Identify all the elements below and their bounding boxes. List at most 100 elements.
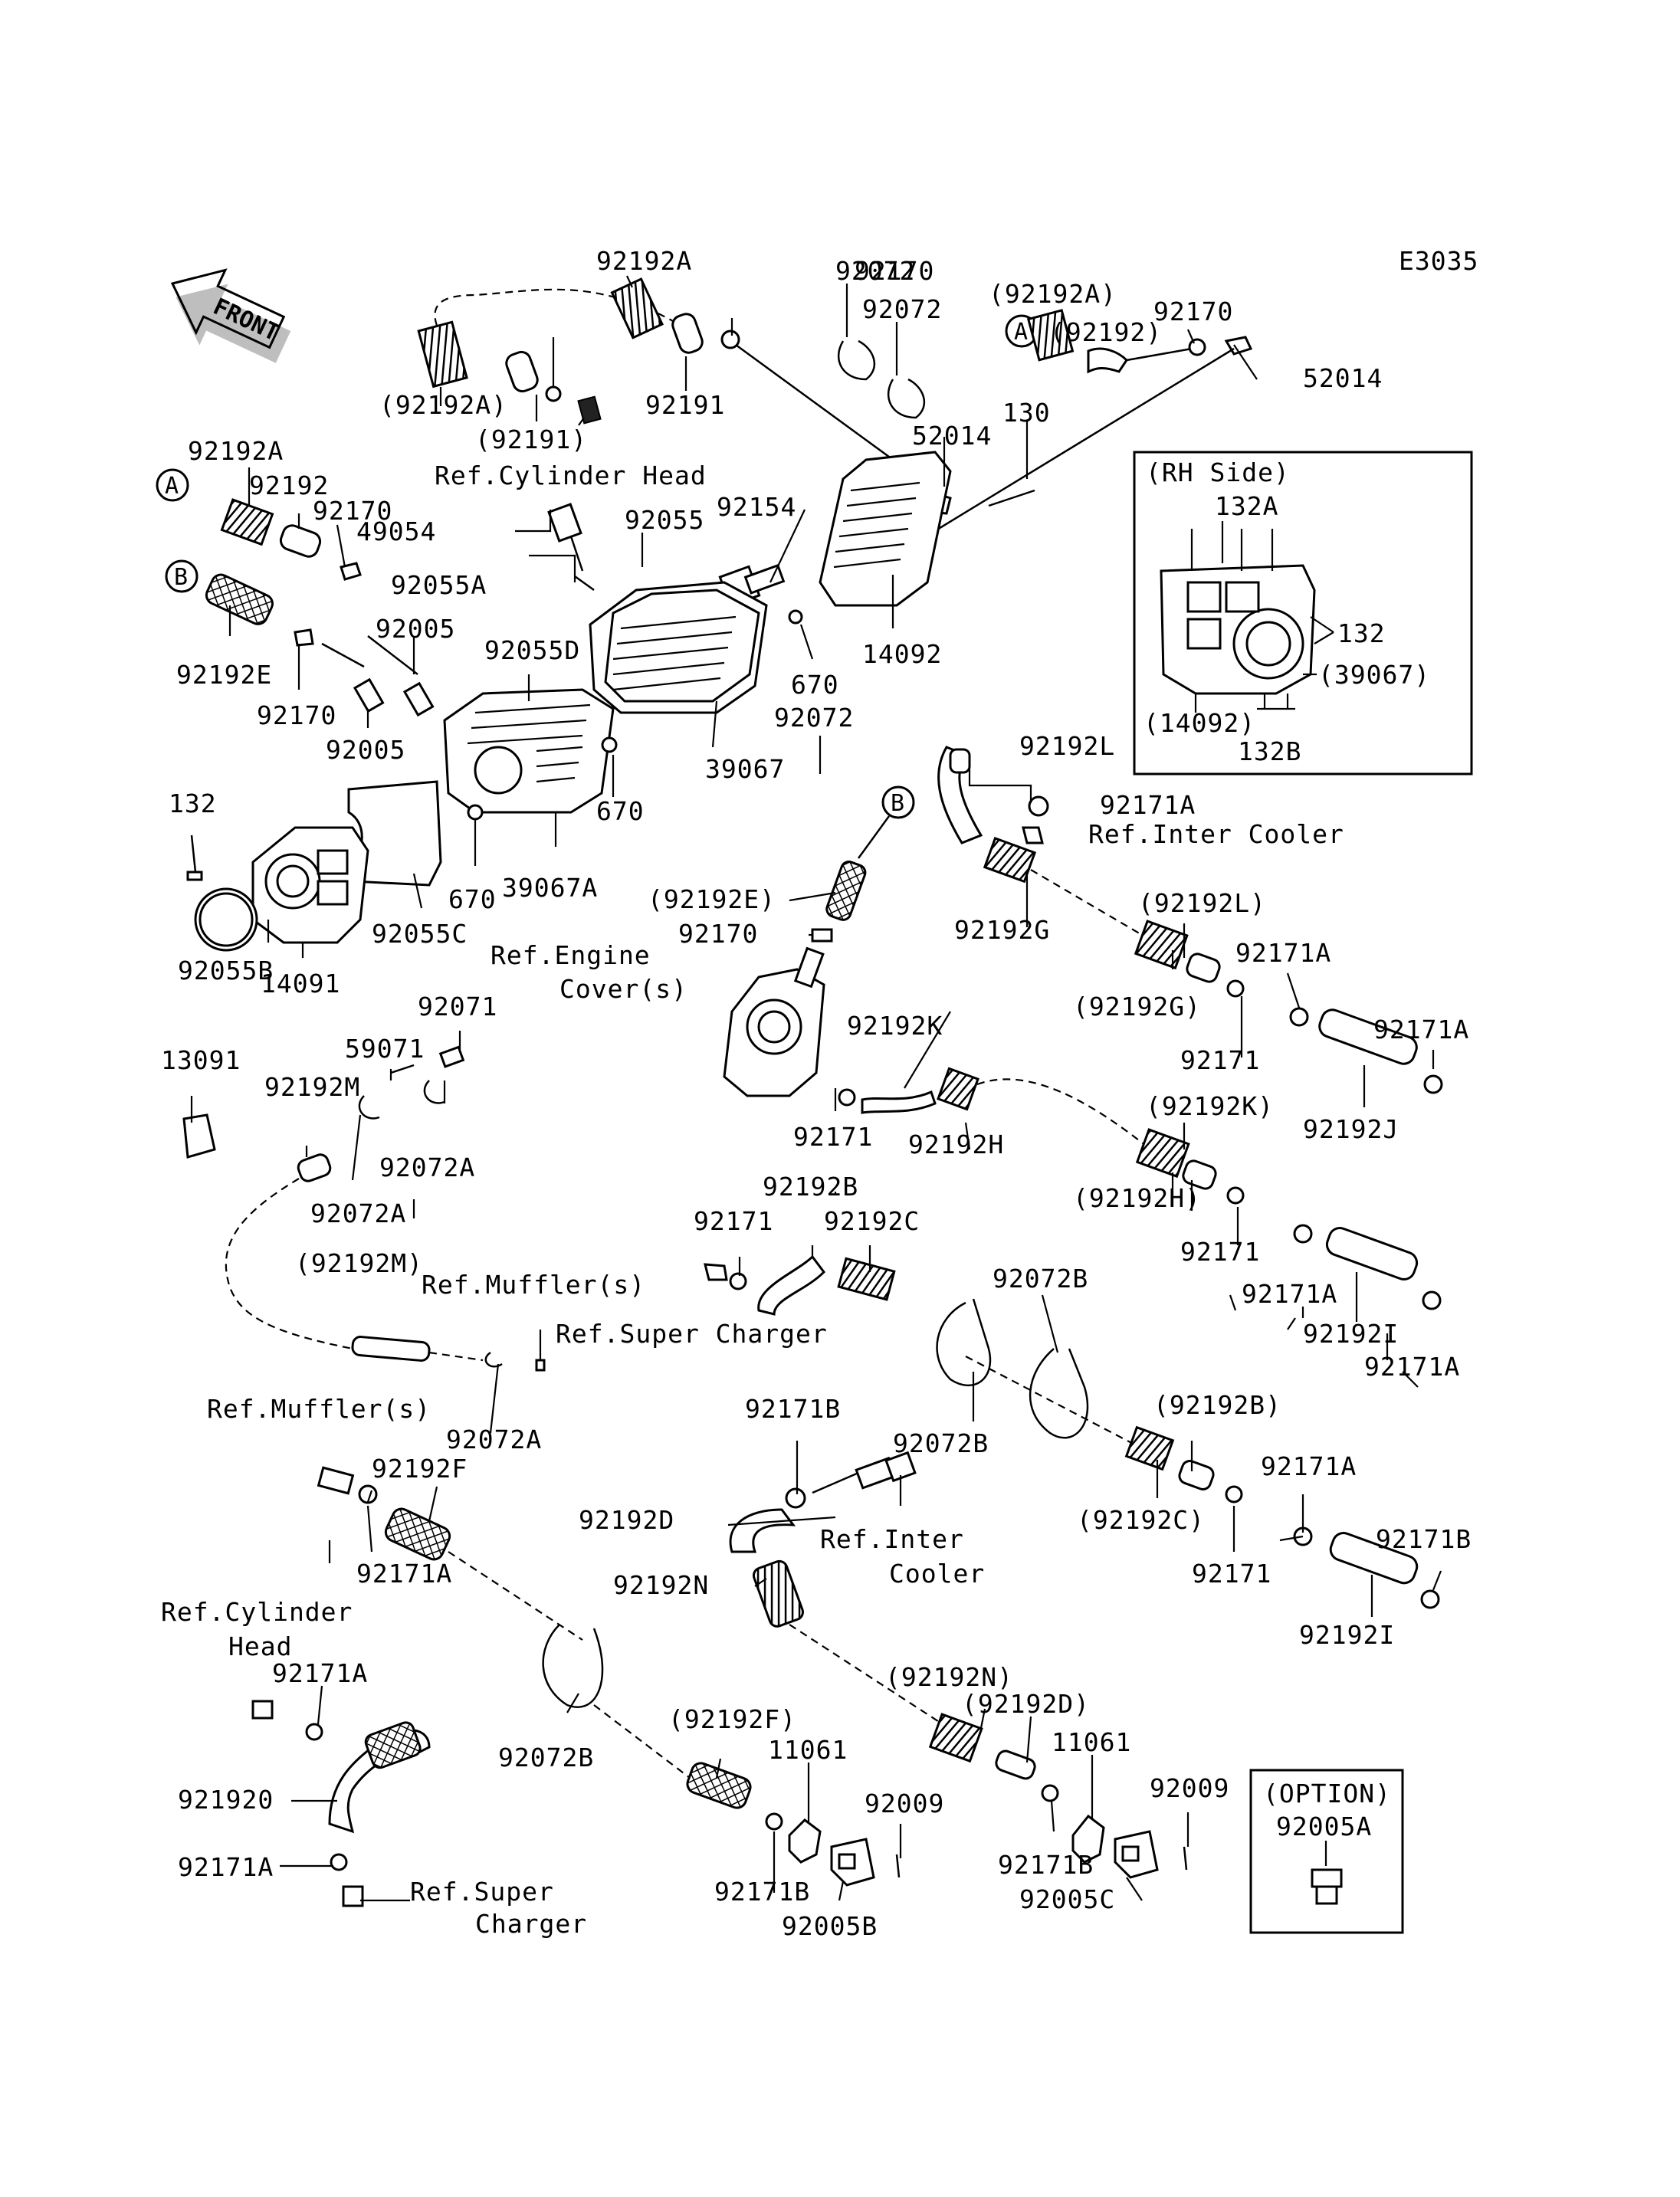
part-label: (92191) [475, 425, 587, 454]
part-label: (92192K) [1146, 1091, 1274, 1121]
part-label: 92191 [645, 390, 725, 420]
part-label: 92071 [418, 992, 497, 1021]
part-drawings [182, 277, 1443, 1907]
part-label: 92170 [855, 256, 934, 286]
part-label: 92170 [678, 919, 758, 949]
part-label: 92171A [1364, 1352, 1460, 1382]
part-label: 92055D [484, 635, 580, 665]
part-label: (92192N) [885, 1662, 1013, 1692]
part-label: (92192) [1050, 317, 1162, 347]
part-label: 92192B [763, 1172, 858, 1202]
part-label: 921920 [178, 1785, 274, 1815]
part-label: 11061 [1052, 1727, 1131, 1757]
part-label: 92072A [310, 1199, 406, 1228]
part-label: 670 [448, 884, 497, 914]
part-label: 92005C [1019, 1884, 1115, 1914]
part-label: 92055 [625, 505, 704, 535]
part-label: 13091 [161, 1045, 241, 1075]
part-label: 132 [169, 789, 217, 818]
option-box: (OPTION) 92005A [1249, 1769, 1404, 1934]
part-label: 92192H [908, 1130, 1004, 1159]
part-label: 92171B [714, 1877, 810, 1907]
part-label: 92171 [793, 1122, 873, 1152]
rh-side-inset: (RH Side) 132A 132 (39067) (14092) 132B [1133, 451, 1473, 776]
part-label: 92005 [326, 735, 405, 765]
option-part: 92005A [1276, 1812, 1372, 1841]
part-label: 92005 [376, 614, 455, 644]
part-label: 92192I [1303, 1319, 1399, 1349]
part-label: (92192C) [1077, 1505, 1205, 1535]
part-label: 92192L [1019, 731, 1115, 761]
rh-side-label-132: 132 [1337, 618, 1386, 648]
part-label: 92192M [264, 1072, 360, 1102]
part-label: Ref.Muffler(s) [207, 1394, 431, 1424]
part-label: Ref.Inter [820, 1524, 964, 1554]
part-label: Ref.Muffler(s) [422, 1270, 645, 1300]
part-label: Ref.Super [410, 1877, 554, 1907]
part-label: 39067 [705, 754, 785, 784]
rh-side-label-132b: 132B [1238, 736, 1301, 766]
diagram-code: E3035 [1399, 246, 1478, 276]
rh-side-label-132a: 132A [1215, 491, 1278, 521]
leader-lines [190, 275, 1442, 1902]
part-label: (92192L) [1138, 888, 1266, 918]
part-label: 92192 [249, 471, 329, 500]
part-label: 92171 [1192, 1559, 1271, 1589]
part-label: 92171A [1100, 790, 1196, 820]
part-label: 92072 [862, 294, 942, 324]
part-label: 92171 [1180, 1237, 1260, 1267]
part-label: 92170 [313, 496, 392, 526]
part-label: 92171A [1373, 1015, 1469, 1044]
rh-side-label-39067: (39067) [1318, 660, 1430, 690]
part-label: 670 [596, 796, 645, 826]
part-label: 52014 [1303, 363, 1383, 393]
marker-b-1-label: B [174, 564, 188, 591]
part-label: 39067A [502, 873, 598, 903]
part-label: 92192A [188, 436, 284, 466]
part-label: 92171 [694, 1206, 773, 1236]
part-label: (92192F) [668, 1704, 796, 1734]
part-label: 92192J [1303, 1114, 1399, 1144]
front-arrow-icon: FRONT [170, 268, 291, 363]
part-label: 92072 [835, 256, 915, 286]
part-label: (92192E) [648, 884, 776, 914]
part-label: 92192K [847, 1011, 943, 1041]
part-label: 92072B [498, 1743, 594, 1772]
part-label: 92055C [372, 919, 468, 949]
marker-a-2: A [156, 468, 189, 502]
part-label: 92055B [178, 956, 274, 985]
part-label: 92192I [1299, 1620, 1395, 1650]
part-label: 92171B [745, 1394, 841, 1424]
part-label: 92192N [613, 1570, 709, 1600]
marker-b-2-label: B [891, 790, 904, 817]
part-label: Cooler [889, 1559, 985, 1589]
part-label: (92192B) [1153, 1390, 1281, 1420]
part-label: (92192G) [1073, 992, 1201, 1021]
part-label: 14092 [862, 639, 942, 669]
part-label: Cover(s) [559, 974, 687, 1004]
part-label: 92072 [774, 703, 854, 733]
part-label: Charger [475, 1909, 587, 1939]
part-label: (92192H) [1073, 1183, 1201, 1213]
marker-a-2-label: A [165, 473, 179, 500]
rh-side-title: (RH Side) [1146, 457, 1290, 487]
part-label: Ref.Cylinder [161, 1597, 353, 1627]
part-label: (92192M) [295, 1248, 423, 1278]
part-label: 670 [791, 670, 839, 700]
part-label: Ref.Super Charger [556, 1319, 828, 1349]
part-label: Ref.Engine [491, 940, 651, 970]
part-label: 14091 [261, 969, 340, 998]
part-label: 92009 [865, 1789, 944, 1818]
part-label: 92072B [993, 1264, 1088, 1294]
part-label: 92171B [998, 1850, 1094, 1880]
part-label: 92072B [893, 1428, 989, 1458]
part-label: 92171A [1242, 1279, 1337, 1309]
part-labels: 92192A 92170 92072 92072 (92192A) (92192… [161, 246, 1471, 1941]
part-label: 92171A [272, 1658, 368, 1688]
part-label: 92072A [379, 1153, 475, 1182]
part-label: (92192D) [962, 1689, 1090, 1719]
part-label: 92171A [1261, 1451, 1357, 1481]
part-label: 92192C [824, 1206, 920, 1236]
part-label: 92055A [391, 570, 487, 600]
